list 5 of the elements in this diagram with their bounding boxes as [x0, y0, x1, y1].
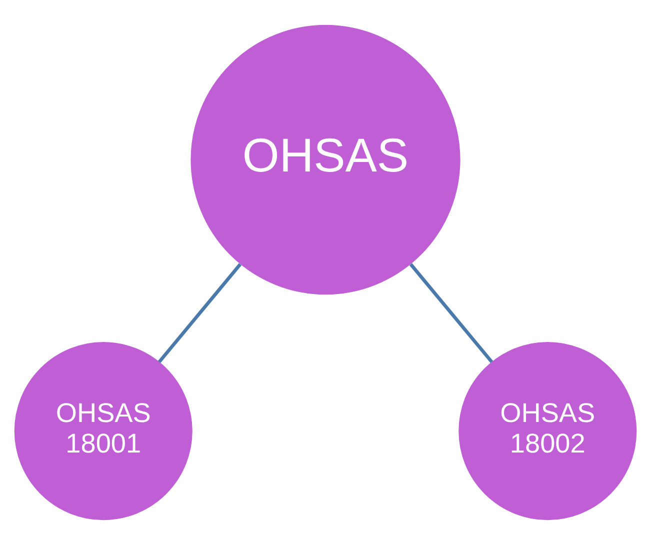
connector [158, 262, 242, 363]
connector [409, 262, 494, 363]
node-circle: OHSAS 18002 [458, 342, 637, 520]
node-circle: OHSAS [190, 24, 460, 294]
node-circle: OHSAS 18001 [14, 342, 192, 520]
